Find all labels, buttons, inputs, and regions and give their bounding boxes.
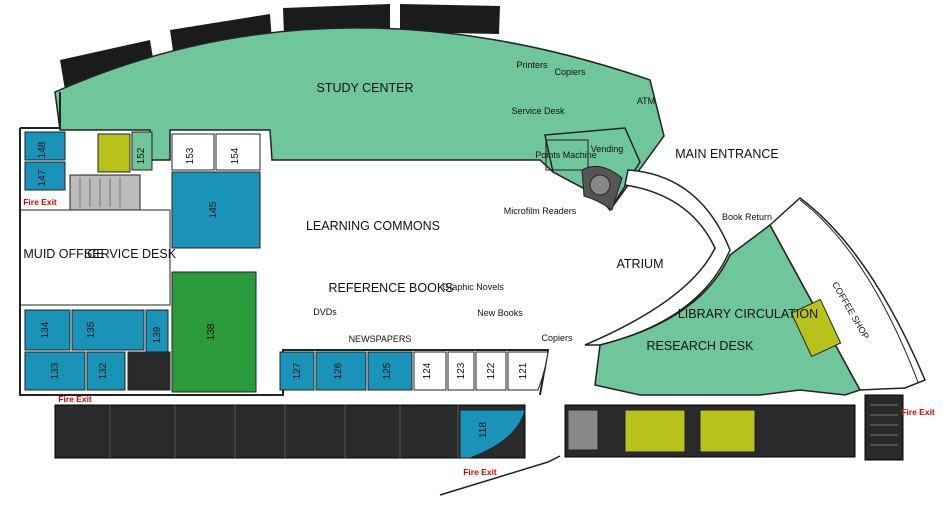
- circulation-area: [594, 223, 862, 396]
- room-label-134: 134: [40, 321, 51, 338]
- label-study-center: STUDY CENTER: [316, 81, 413, 95]
- label-copiers-bottom: Copiers: [541, 333, 573, 343]
- label-newspapers: NEWSPAPERS: [349, 334, 412, 344]
- room-label-135: 135: [86, 321, 97, 338]
- room-label-145: 145: [208, 201, 219, 218]
- room-123: [447, 351, 475, 391]
- label-atm: ATM: [637, 96, 655, 106]
- room-154: [215, 133, 261, 171]
- room-145: [171, 171, 261, 249]
- label-atrium: ATRIUM: [617, 257, 664, 271]
- muid-office-outline: [19, 209, 171, 306]
- room-148: [24, 131, 66, 161]
- room-134: [24, 309, 71, 351]
- label-fire-exit-west-lower: Fire Exit: [58, 394, 92, 404]
- label-muid-office: MUID OFFICE: [23, 247, 104, 261]
- label-points-machine: Points Machine: [535, 150, 597, 160]
- room-label-132: 132: [98, 362, 109, 379]
- room-label-147: 147: [37, 169, 48, 186]
- room-125: [367, 351, 413, 391]
- room-label-118: 118: [478, 422, 489, 438]
- room-label-152: 152: [136, 147, 147, 164]
- label-graphic-novels: Graphic Novels: [442, 282, 504, 292]
- room-152: [131, 131, 153, 171]
- room-label-121: 121: [518, 362, 529, 379]
- room-label-125: 125: [382, 362, 393, 379]
- room-121: [507, 351, 549, 391]
- room-153: [171, 133, 215, 171]
- room-label-154: 154: [230, 147, 241, 164]
- label-new-books: New Books: [477, 308, 523, 318]
- room-138: [171, 271, 257, 393]
- room-126: [315, 351, 367, 391]
- label-fire-exit-west-upper: Fire Exit: [23, 197, 57, 207]
- label-microfilm-readers: Microfilm Readers: [504, 206, 577, 216]
- label-main-entrance: MAIN ENTRANCE: [675, 147, 778, 161]
- south-dark-wing: [55, 405, 525, 458]
- spiral-stairs: [581, 165, 623, 211]
- restroom-west: [97, 133, 131, 173]
- room-122: [475, 351, 507, 391]
- room-label-127: 127: [292, 362, 303, 379]
- room-label-122: 122: [486, 362, 497, 379]
- study-center-area: [54, 27, 665, 212]
- label-learning-commons: LEARNING COMMONS: [306, 219, 440, 233]
- room-118: [459, 409, 526, 459]
- room-label-153: 153: [185, 147, 196, 164]
- room-124: [413, 351, 447, 391]
- room-label-123: 123: [456, 362, 467, 379]
- label-fire-exit-east: Fire Exit: [901, 407, 935, 417]
- label-printers: Printers: [516, 60, 548, 70]
- label-reference-books: REFERENCE BOOKS: [328, 281, 453, 295]
- room-label-148: 148: [37, 141, 48, 158]
- restroom-se-2: [699, 409, 756, 453]
- label-book-return: Book Return: [722, 212, 772, 222]
- label-service-desk-small: Service Desk: [511, 106, 565, 116]
- label-vending: Vending: [591, 144, 624, 154]
- room-147: [24, 161, 66, 191]
- label-library-circulation: LIBRARY CIRCULATION: [678, 307, 818, 321]
- label-service-desk: SERVICE DESK: [84, 247, 177, 261]
- label-copiers-top: Copiers: [554, 67, 586, 77]
- east-stairs: [864, 394, 904, 461]
- room-127: [279, 351, 315, 391]
- room-label-138: 138: [206, 323, 217, 340]
- label-research-desk: RESEARCH DESK: [647, 339, 755, 353]
- room-133: [24, 351, 86, 391]
- room-label-126: 126: [333, 362, 344, 379]
- room-135: [71, 309, 145, 351]
- restroom-se-1: [624, 409, 686, 453]
- coffee-shop-area: [769, 197, 926, 391]
- room-label-124: 124: [422, 362, 433, 379]
- room-132: [86, 351, 126, 391]
- room-label-139: 139: [152, 326, 163, 343]
- label-fire-exit-south: Fire Exit: [463, 467, 497, 477]
- west-stairs: [69, 174, 141, 211]
- label-dvds: DVDs: [313, 307, 337, 317]
- circulation-restroom: [790, 298, 842, 358]
- room-label-133: 133: [50, 362, 61, 379]
